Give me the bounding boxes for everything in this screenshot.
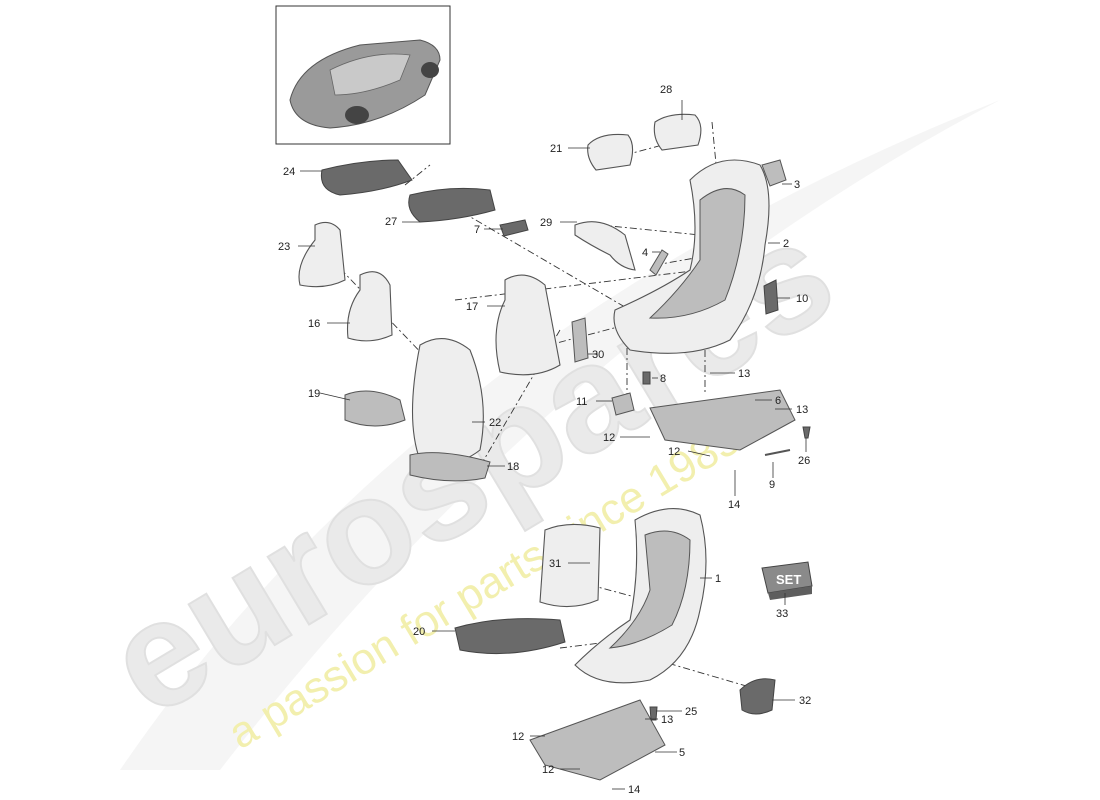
car-icon [289, 39, 441, 129]
part-7-clip [499, 219, 529, 237]
callout-21: 21 [550, 143, 562, 155]
part-2-seat-interior [648, 188, 746, 319]
callout-24: 24 [283, 166, 295, 178]
part-21-headrest-cover [587, 133, 634, 171]
part-16-backrest-cover [346, 271, 393, 342]
callout-12d: 12 [542, 764, 554, 776]
watermark-swoosh [120, 100, 1000, 770]
watermark: eurospares a passion for parts since 198… [79, 100, 1000, 770]
vehicle-thumbnail [275, 5, 451, 145]
callout-10: 10 [796, 293, 808, 305]
part-30-pad [571, 317, 589, 363]
part-11-bracket [611, 392, 635, 416]
part-32-side-pad [739, 678, 776, 715]
part-10-pad [763, 279, 779, 315]
part-19-cushion [344, 390, 406, 427]
callout-22: 22 [489, 417, 501, 429]
callout-30: 30 [592, 349, 604, 361]
part-4-strap [649, 249, 669, 276]
callout-2: 2 [783, 238, 789, 250]
callout-1: 1 [715, 573, 721, 585]
part-29-side-bolster [574, 221, 636, 271]
part-33-set-box: SET [761, 561, 813, 600]
callout-7: 7 [474, 224, 480, 236]
callout-20: 20 [413, 626, 425, 638]
parts: SET [298, 113, 813, 781]
callout-33: 33 [776, 608, 788, 620]
part-8-screw [642, 371, 651, 385]
part-20-cushion [454, 618, 566, 655]
callout-14b: 14 [628, 784, 640, 796]
set-label: SET [776, 572, 801, 587]
callout-26: 26 [798, 455, 810, 467]
callout-19: 19 [308, 388, 320, 400]
part-26-screw [802, 426, 811, 439]
leader-lines [298, 100, 807, 790]
part-27-cushion [408, 187, 496, 223]
callout-5: 5 [679, 747, 685, 759]
callout-13a: 13 [738, 368, 750, 380]
callout-8: 8 [660, 373, 666, 385]
part-5-seat-rail [529, 699, 666, 781]
callout-29: 29 [540, 217, 552, 229]
part-24-cushion [320, 159, 413, 196]
part-28-headrest-cover [653, 113, 702, 151]
callout-12b: 12 [668, 446, 680, 458]
callout-32: 32 [799, 695, 811, 707]
callout-12a: 12 [603, 432, 615, 444]
part-23-backrest-cover [298, 221, 346, 288]
callout-13c: 13 [661, 714, 673, 726]
callout-28: 28 [660, 84, 672, 96]
callout-12c: 12 [512, 731, 524, 743]
callout-18: 18 [507, 461, 519, 473]
part-25-screw [649, 706, 658, 721]
callout-6: 6 [775, 395, 781, 407]
callout-25: 25 [685, 706, 697, 718]
part-18-cushion [409, 452, 491, 482]
part-31-backrest-cover [539, 523, 601, 608]
callout-9: 9 [769, 479, 775, 491]
callout-3: 3 [794, 179, 800, 191]
callout-11: 11 [576, 396, 587, 408]
part-3-bracket [761, 159, 787, 187]
callout-17: 17 [466, 301, 478, 313]
part-1-seat-interior [608, 530, 691, 649]
part-22-seat-foam [412, 338, 484, 464]
callout-labels: 28 21 24 3 27 7 29 2 4 23 10 17 16 30 8 … [278, 84, 811, 796]
part-17-backrest-foam [495, 274, 561, 376]
callout-13b: 13 [796, 404, 808, 416]
callout-27: 27 [385, 216, 397, 228]
part-9-rod [764, 449, 791, 456]
callout-23: 23 [278, 241, 290, 253]
callout-16: 16 [308, 318, 320, 330]
callout-14a: 14 [728, 499, 740, 511]
callout-4: 4 [642, 247, 648, 259]
part-6-seat-rail [649, 389, 796, 451]
callout-31: 31 [549, 558, 561, 570]
